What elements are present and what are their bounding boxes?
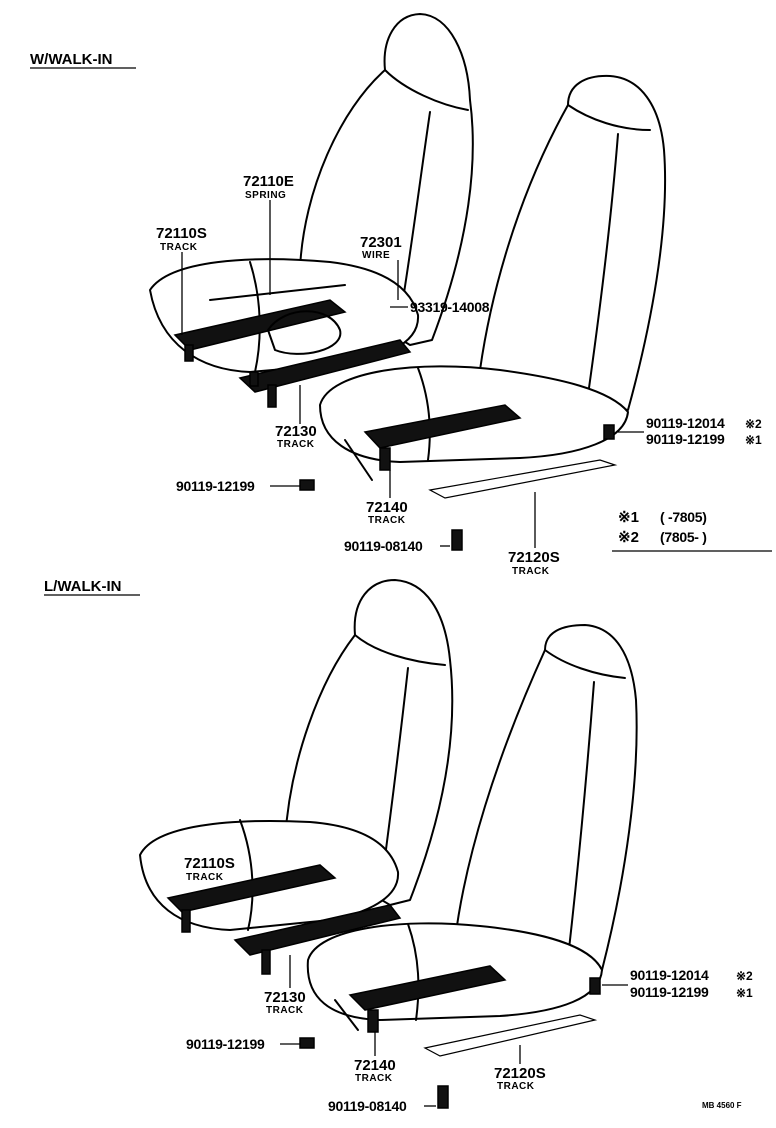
right-cushion-seam [417, 367, 431, 461]
label-72120s-2: 72120S [494, 1065, 546, 1082]
right-track-72140 [363, 404, 522, 449]
left-seat-illustration [149, 13, 474, 408]
label-track-72110s: TRACK [160, 242, 198, 253]
label-72301: 72301 [360, 234, 402, 251]
label-wire: WIRE [362, 250, 390, 261]
wire-72301 [267, 310, 342, 355]
label-90119-12199-left-2: 90119-12199 [186, 1036, 265, 1052]
label-72130: 72130 [275, 423, 317, 440]
mark-12014: ※2 [745, 417, 762, 431]
label-track-72140: TRACK [368, 515, 406, 526]
section-title-l-walk-in: L/WALK-IN [44, 578, 121, 595]
label-72140: 72140 [366, 499, 408, 516]
right-bracket [379, 447, 391, 471]
mark-12199-right: ※1 [745, 433, 762, 447]
right-seat-illustration [319, 74, 667, 499]
right-cushion-seam-2 [407, 923, 420, 1021]
legend-range-1: ( -7805) [660, 509, 707, 525]
section-title-w-walk-in: W/WALK-IN [30, 51, 112, 68]
label-90119-08140: 90119-08140 [344, 538, 423, 554]
walk-in-lever-2 [334, 999, 359, 1031]
label-track-72130: TRACK [277, 439, 315, 450]
mark-12014-2: ※2 [736, 969, 753, 983]
label-90119-12199-left: 90119-12199 [176, 478, 255, 494]
figure-id: MB 4560 F [702, 1101, 742, 1110]
bolt-12199-left-2 [299, 1037, 315, 1049]
spring-72110e [209, 284, 346, 301]
bolt-08140-2 [437, 1085, 449, 1109]
left-headrest-seam [384, 69, 469, 111]
left-seat-illustration-2 [139, 579, 454, 975]
label-90119-12014: 90119-12014 [646, 415, 725, 431]
mark-12199-right-2: ※1 [736, 986, 753, 1000]
right-headrest-seam [567, 104, 651, 131]
right-backrest-seam [587, 133, 619, 396]
label-90119-12014-2: 90119-12014 [630, 967, 709, 983]
right-bolt-head [603, 424, 615, 440]
left-bracket-b-2 [261, 949, 271, 975]
label-spring: SPRING [245, 190, 286, 201]
walk-in-lever [344, 439, 373, 481]
left-track-72110s-2 [166, 864, 337, 913]
right-track-72120s [428, 459, 618, 499]
left-bracket-a [184, 344, 194, 362]
label-90119-12199-right-2: 90119-12199 [630, 984, 709, 1000]
section-w-walk-in: W/WALK-IN [30, 13, 772, 577]
label-track-72120s-2: TRACK [497, 1081, 535, 1092]
label-90119-08140-2: 90119-08140 [328, 1098, 407, 1114]
label-72140-2: 72140 [354, 1057, 396, 1074]
label-track-72110s-2: TRACK [186, 872, 224, 883]
left-track-72130-2 [233, 904, 402, 956]
left-cushion-seam-2 [239, 819, 254, 931]
right-backrest-seam-2 [567, 681, 595, 959]
label-72110s: 72110S [156, 225, 207, 242]
label-72110s-2: 72110S [184, 855, 235, 872]
left-bracket-b [267, 384, 277, 408]
right-track-72140-2 [348, 965, 507, 1011]
left-bracket-a-2 [181, 909, 191, 933]
left-headrest-seam-2 [354, 634, 446, 666]
label-track-72130-2: TRACK [266, 1005, 304, 1016]
right-headrest-seam-2 [544, 649, 626, 679]
callouts-section-1: 72110E SPRING 72110S TRACK 72301 WIRE 93… [156, 173, 762, 577]
left-track-72130 [238, 339, 412, 393]
label-93319-14008: 93319-14008 [410, 299, 490, 315]
label-track-72120s: TRACK [512, 566, 550, 577]
applicability-legend: ※1 ( -7805) ※2 (7805- ) [612, 509, 772, 552]
bolt-08140 [451, 529, 463, 551]
right-bolt-head-2 [589, 977, 601, 995]
label-72130-2: 72130 [264, 989, 306, 1006]
right-seat-backrest [479, 74, 667, 411]
section-l-walk-in: L/WALK-IN 72110S TRACK [44, 578, 753, 1114]
label-track-72140-2: TRACK [355, 1073, 393, 1084]
label-72120s: 72120S [508, 549, 560, 566]
legend-range-2: (7805- ) [660, 529, 707, 545]
legend-mark-1: ※1 [618, 509, 639, 526]
legend-mark-2: ※2 [618, 529, 639, 546]
label-72110e: 72110E [243, 173, 294, 190]
right-seat-illustration-2 [306, 624, 638, 1057]
right-bracket-2 [367, 1009, 379, 1033]
label-90119-12199-right: 90119-12199 [646, 431, 725, 447]
bolt-12199-left [299, 479, 315, 491]
callouts-section-2: 72110S TRACK 72130 TRACK 90119-12014 ※2 … [184, 855, 753, 1114]
right-track-72120s-2 [423, 1014, 598, 1057]
left-bracket-c [249, 371, 259, 387]
